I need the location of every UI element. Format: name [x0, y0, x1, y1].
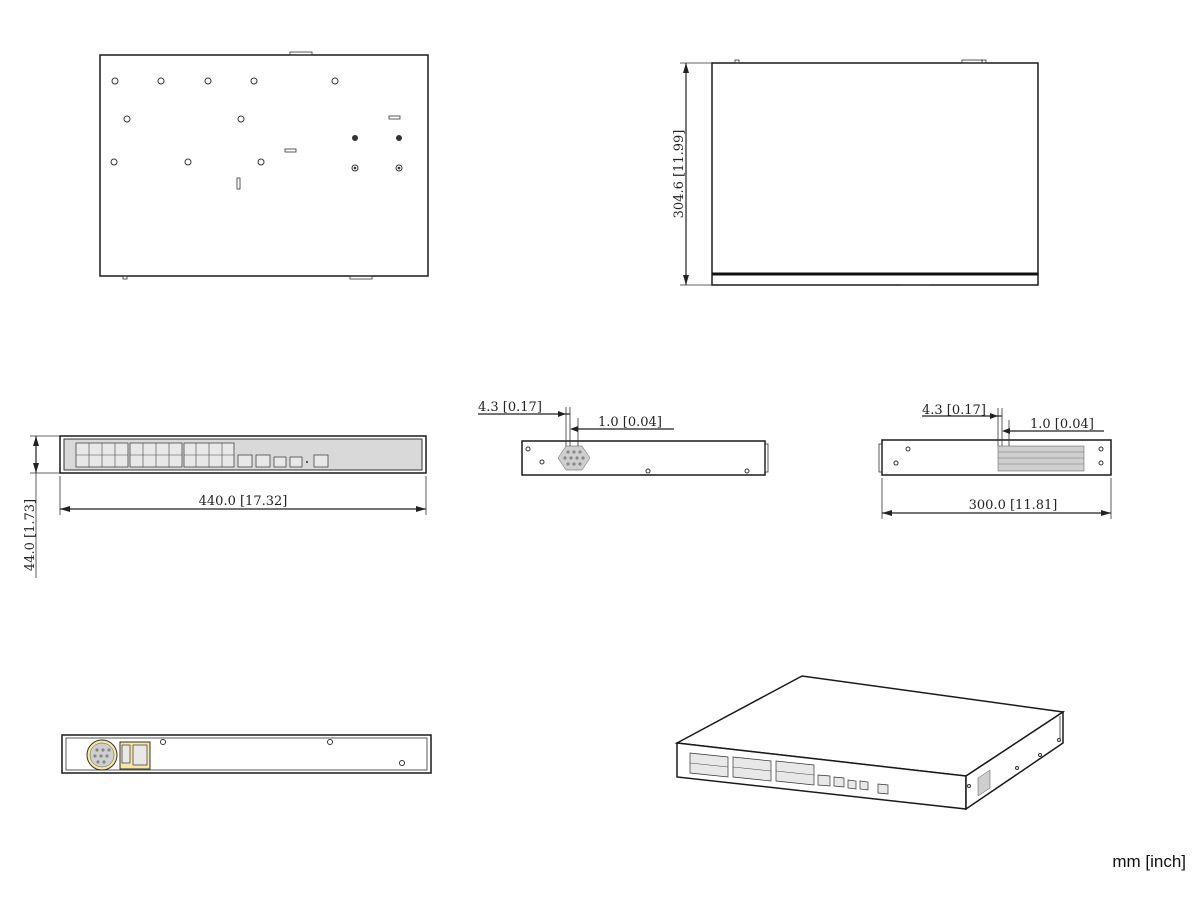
- width-dimension-label: 440.0 [17.32]: [199, 494, 288, 509]
- power-inlet: [119, 741, 151, 770]
- bottom-view: [99, 51, 429, 280]
- left-offset-a-label: 4.3 [0.17]: [478, 400, 542, 415]
- left-offset-b-label: 1.0 [0.04]: [598, 415, 662, 430]
- iso-front-ports: [689, 752, 889, 795]
- top-view: 304.6 [11.99]: [672, 59, 1039, 286]
- rj45-ports: [75, 442, 235, 468]
- isometric-view: [674, 675, 1066, 811]
- side-vent: [997, 445, 1085, 472]
- right-offset-a-label: 4.3 [0.17]: [922, 403, 986, 418]
- right-offset-b-label: 1.0 [0.04]: [1030, 417, 1094, 432]
- side-length-label: 300.0 [11.81]: [969, 498, 1058, 513]
- height-dimension-label: 44.0 [1.73]: [23, 499, 38, 571]
- front-view: 44.0 [1.73] 440.0 [17.32]: [23, 435, 427, 578]
- left-side-view: 4.3 [0.17] 1.0 [0.04]: [478, 400, 769, 476]
- fan-vent: [557, 445, 591, 471]
- rear-view: [61, 734, 432, 774]
- unit-label: mm [inch]: [1112, 852, 1186, 871]
- right-side-view: 4.3 [0.17] 1.0 [0.04] 300.0 [11.81]: [878, 403, 1112, 519]
- mounting-holes: [110, 77, 403, 172]
- depth-dimension-label: 304.6 [11.99]: [672, 130, 687, 219]
- rear-fan: [86, 739, 118, 771]
